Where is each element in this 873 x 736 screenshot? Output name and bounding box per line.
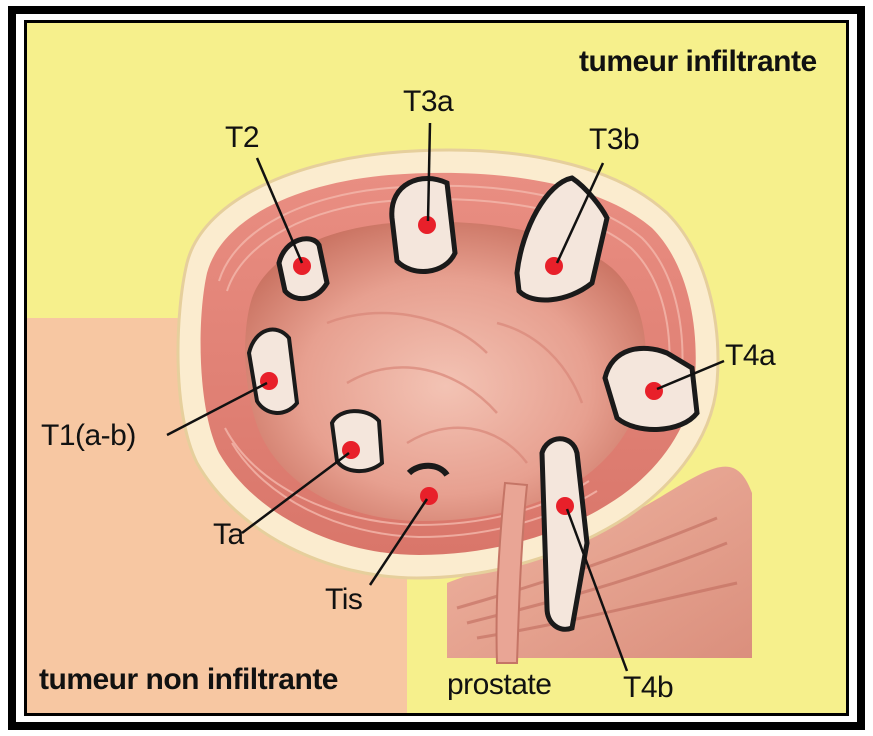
stage-label-T3a: T3a	[403, 85, 453, 119]
stage-label-Tis: Tis	[325, 583, 362, 617]
label-tumeur-non-infiltrante: tumeur non infiltrante	[39, 663, 338, 697]
label-prostate: prostate	[447, 668, 551, 702]
dot-T4a	[645, 382, 663, 400]
label-tumeur-infiltrante: tumeur infiltrante	[579, 45, 817, 79]
tumor-T1ab	[249, 330, 297, 413]
dot-Tis	[420, 487, 438, 505]
stage-label-Ta: Ta	[213, 518, 244, 552]
tumor-Ta	[332, 411, 382, 471]
stage-label-T2: T2	[225, 121, 259, 155]
dot-T4b	[556, 497, 574, 515]
dot-T3b	[545, 257, 563, 275]
diagram-panel: tumeur infiltrante tumeur non infiltrant…	[24, 20, 849, 716]
stage-label-T4a: T4a	[725, 339, 775, 373]
dot-T1ab	[260, 372, 278, 390]
stage-label-T1ab: T1(a-b)	[41, 419, 136, 453]
stage-label-T3b: T3b	[589, 123, 639, 157]
dot-T2	[293, 257, 311, 275]
stage-label-T4b: T4b	[623, 671, 673, 705]
